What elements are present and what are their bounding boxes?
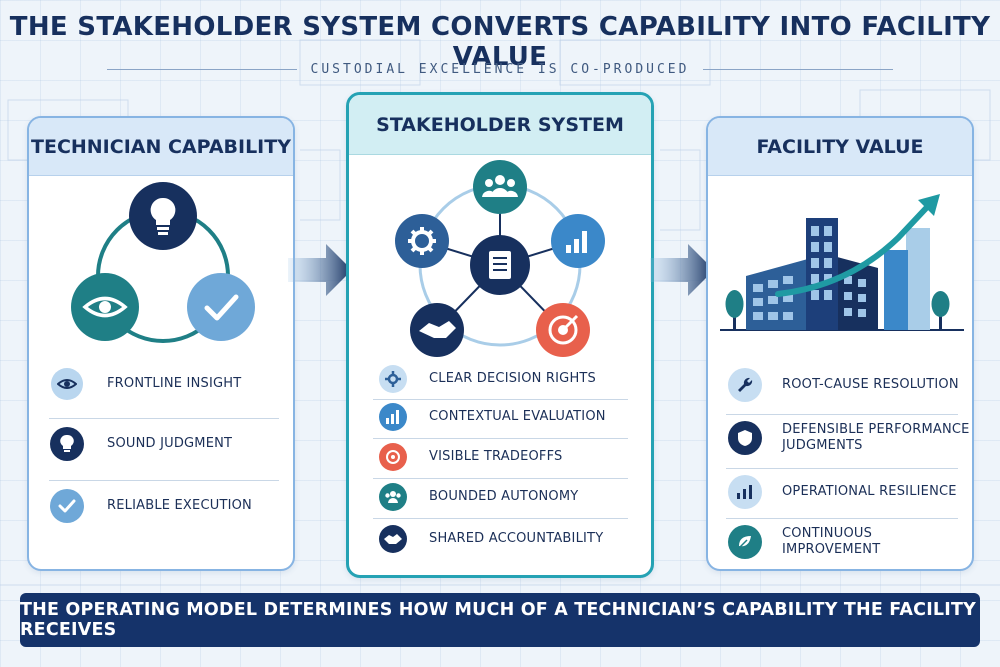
page-title: THE STAKEHOLDER SYSTEM CONVERTS CAPABILI… xyxy=(9,12,991,72)
document-icon xyxy=(470,235,530,295)
technician-capability-panel: TECHNICIAN CAPABILITY FRONTLINE INSIGHT xyxy=(27,116,295,571)
list-item: RELIABLE EXECUTION xyxy=(29,489,293,523)
people-icon xyxy=(473,160,527,214)
list-item: SHARED ACCOUNTABILITY xyxy=(349,525,651,553)
list-item: VISIBLE TRADEOFFS xyxy=(349,443,651,471)
list-item: ROOT-CAUSE RESOLUTION xyxy=(708,368,972,402)
target-icon xyxy=(536,303,590,357)
item-label: CONTINUOUS IMPROVEMENT xyxy=(782,526,881,557)
divider xyxy=(373,438,628,439)
item-label: BOUNDED AUTONOMY xyxy=(429,489,579,504)
footer-banner: THE OPERATING MODEL DETERMINES HOW MUCH … xyxy=(20,593,980,647)
item-label-line: DEFENSIBLE PERFORMANCE xyxy=(782,422,970,437)
target-icon xyxy=(379,443,407,471)
lightbulb-icon xyxy=(50,427,84,461)
gear-icon xyxy=(395,214,449,268)
divider xyxy=(373,399,628,400)
lightbulb-icon xyxy=(129,182,197,250)
shield-icon xyxy=(728,421,762,455)
divider xyxy=(726,414,958,415)
stakeholder-hub-diagram xyxy=(395,160,605,357)
handshake-icon xyxy=(379,525,407,553)
building-icon xyxy=(746,218,878,330)
eye-icon xyxy=(71,273,139,341)
gear-icon xyxy=(379,365,407,393)
subtitle-row: CUSTODIAL EXCELLENCE IS CO-PRODUCED xyxy=(0,62,1000,77)
item-label-line: JUDGMENTS xyxy=(782,438,863,453)
item-label: CONTEXTUAL EVALUATION xyxy=(429,409,606,424)
item-label-multiline: DEFENSIBLE PERFORMANCE JUDGMENTS xyxy=(782,422,970,454)
item-label: SHARED ACCOUNTABILITY xyxy=(429,531,604,546)
divider xyxy=(373,518,628,519)
capability-cycle-diagram xyxy=(71,182,255,343)
eye-icon xyxy=(51,368,83,400)
item-label: ROOT-CAUSE RESOLUTION xyxy=(782,377,959,392)
panel-title-technician-capability: TECHNICIAN CAPABILITY xyxy=(29,118,293,176)
divider xyxy=(373,478,628,479)
list-item: DEFENSIBLE PERFORMANCE JUDGMENTS xyxy=(708,421,972,455)
divider xyxy=(49,480,279,481)
leaf-icon xyxy=(728,525,762,559)
divider xyxy=(726,518,958,519)
checkmark-icon xyxy=(187,273,255,341)
item-label: FRONTLINE INSIGHT xyxy=(107,376,242,391)
tree-icon xyxy=(931,291,950,330)
flow-arrow-icon xyxy=(650,244,714,296)
panel-title-facility-value: FACILITY VALUE xyxy=(708,118,972,176)
item-label: SOUND JUDGMENT xyxy=(107,436,233,451)
facility-value-panel: FACILITY VALUE xyxy=(706,116,974,571)
item-label: CLEAR DECISION RIGHTS xyxy=(429,371,597,386)
bar-chart-icon xyxy=(551,214,605,268)
list-item: CONTEXTUAL EVALUATION xyxy=(349,403,651,431)
list-item: OPERATIONAL RESILIENCE xyxy=(708,475,972,509)
facility-building-illustration xyxy=(720,194,964,331)
tree-icon xyxy=(725,290,744,330)
divider xyxy=(726,468,958,469)
divider xyxy=(49,418,279,419)
people-icon xyxy=(379,483,407,511)
stakeholder-system-panel: STAKEHOLDER SYSTEM xyxy=(346,92,654,578)
handshake-icon xyxy=(410,303,464,357)
list-item: BOUNDED AUTONOMY xyxy=(349,483,651,511)
item-label: VISIBLE TRADEOFFS xyxy=(429,449,563,464)
subtitle-rule-right xyxy=(703,69,894,70)
item-label: OPERATIONAL RESILIENCE xyxy=(782,484,957,499)
subtitle-rule-left xyxy=(106,69,297,70)
list-item: CONTINUOUS IMPROVEMENT xyxy=(708,525,972,559)
list-item: SOUND JUDGMENT xyxy=(29,427,293,461)
item-label: RELIABLE EXECUTION xyxy=(107,498,252,513)
wrench-icon xyxy=(728,368,762,402)
checkmark-icon xyxy=(50,489,84,523)
bar-chart-icon xyxy=(379,403,407,431)
list-item: FRONTLINE INSIGHT xyxy=(29,368,293,400)
flow-arrow-icon xyxy=(288,244,352,296)
list-item: CLEAR DECISION RIGHTS xyxy=(349,365,651,393)
panel-title-stakeholder-system: STAKEHOLDER SYSTEM xyxy=(349,95,651,155)
page-subtitle: CUSTODIAL EXCELLENCE IS CO-PRODUCED xyxy=(310,62,690,77)
bar-chart-icon xyxy=(728,475,762,509)
growth-arrow-icon xyxy=(775,194,940,297)
